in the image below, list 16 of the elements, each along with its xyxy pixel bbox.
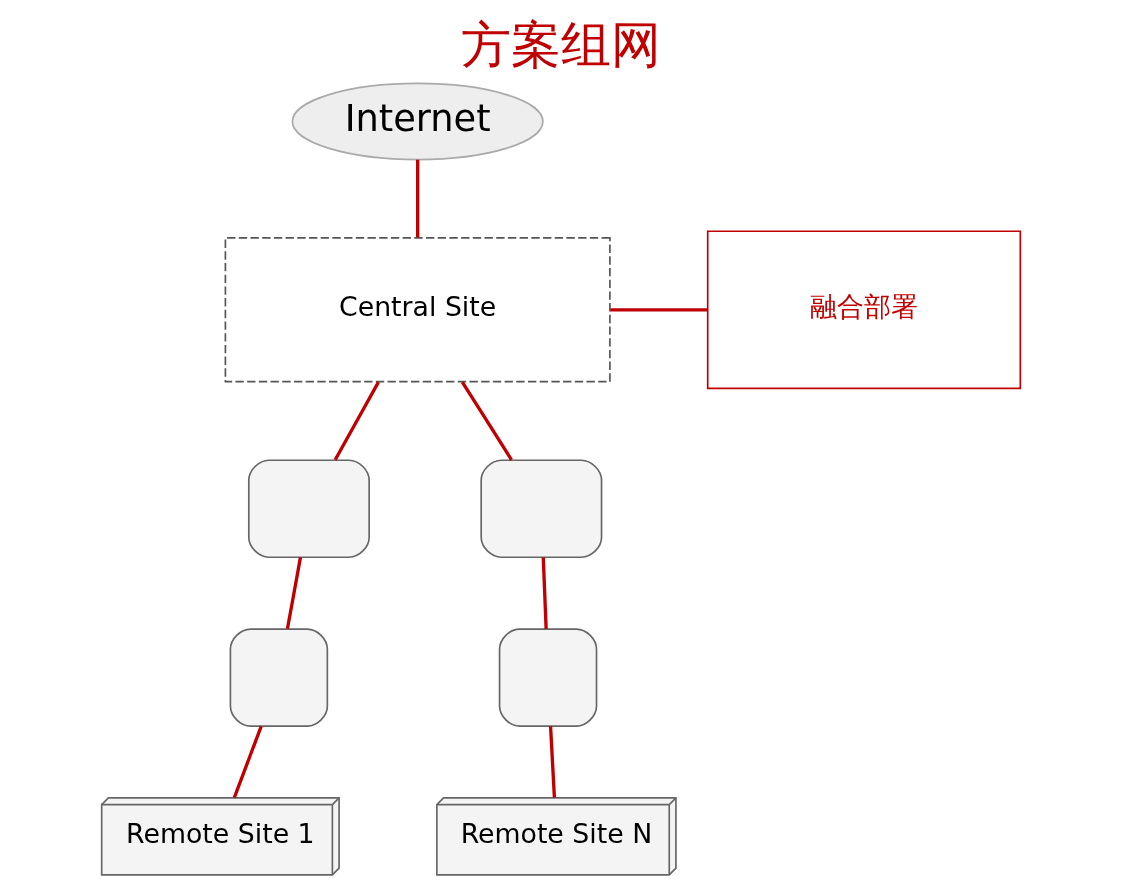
connector [541, 557, 548, 629]
diagram-title: 方案组网 [460, 14, 661, 74]
connector [548, 726, 556, 798]
connector [232, 725, 263, 799]
node-box: 融合部署 [706, 230, 1021, 390]
connector [285, 557, 302, 630]
node-ellipse: Internet [291, 82, 544, 161]
node-box [498, 628, 597, 727]
node-box [229, 628, 328, 727]
connector [415, 159, 419, 238]
connector [333, 381, 380, 461]
node-box: Central Site [224, 237, 611, 383]
node-box [247, 459, 370, 559]
connector [609, 308, 707, 312]
node-box [479, 459, 602, 559]
connector [460, 381, 513, 461]
